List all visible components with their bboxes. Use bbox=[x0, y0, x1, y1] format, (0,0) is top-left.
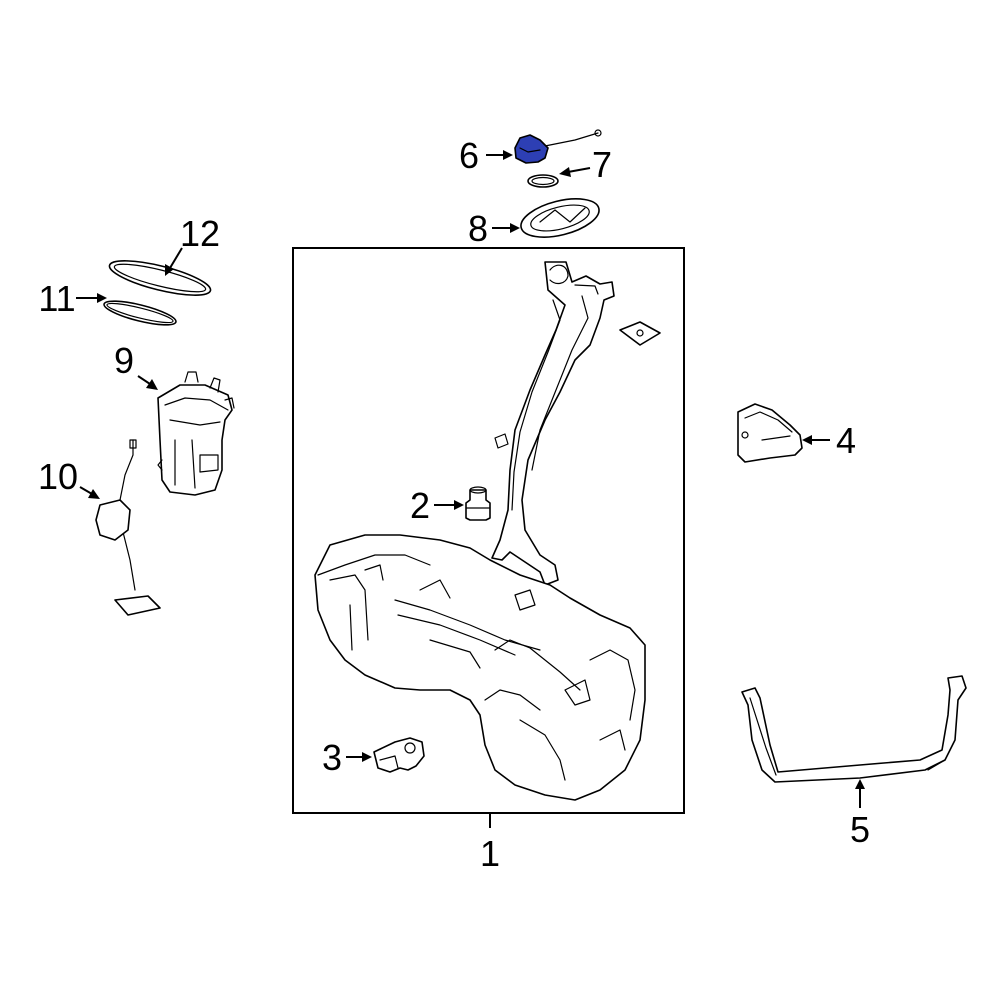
callout-3: 3 bbox=[322, 737, 342, 778]
callout-6: 6 bbox=[459, 135, 479, 176]
part-5-tank-strap[interactable] bbox=[741, 675, 967, 783]
part-6-lock-ring-highlighted[interactable] bbox=[514, 129, 602, 164]
part-9-fuel-pump[interactable] bbox=[157, 371, 235, 496]
callout-4: 4 bbox=[836, 420, 856, 461]
part-1-fuel-tank[interactable] bbox=[314, 261, 661, 801]
callout-7: 7 bbox=[592, 144, 612, 185]
part-7-o-ring[interactable] bbox=[527, 174, 559, 188]
callout-5: 5 bbox=[850, 809, 870, 850]
callout-11: 11 bbox=[38, 278, 75, 319]
part-11-seal[interactable] bbox=[102, 296, 178, 329]
callout-8: 8 bbox=[468, 208, 488, 249]
leader-arrows bbox=[76, 150, 865, 828]
callout-12: 12 bbox=[180, 213, 220, 254]
callout-9: 9 bbox=[114, 340, 134, 381]
part-3-sensor[interactable] bbox=[373, 737, 425, 773]
callout-2: 2 bbox=[410, 485, 430, 526]
part-12-gasket[interactable] bbox=[107, 254, 214, 302]
part-8-cover[interactable] bbox=[517, 192, 603, 244]
part-10-level-sender[interactable] bbox=[95, 439, 161, 616]
callout-1: 1 bbox=[480, 833, 500, 874]
tank-assembly-frame bbox=[292, 247, 685, 814]
callout-10: 10 bbox=[38, 456, 78, 497]
part-4-bracket[interactable] bbox=[737, 403, 803, 463]
callout-labels: 1 2 3 4 5 6 7 8 9 10 11 12 bbox=[38, 135, 870, 874]
part-2-plug[interactable] bbox=[465, 486, 491, 521]
small-gasket-pad bbox=[619, 321, 661, 346]
